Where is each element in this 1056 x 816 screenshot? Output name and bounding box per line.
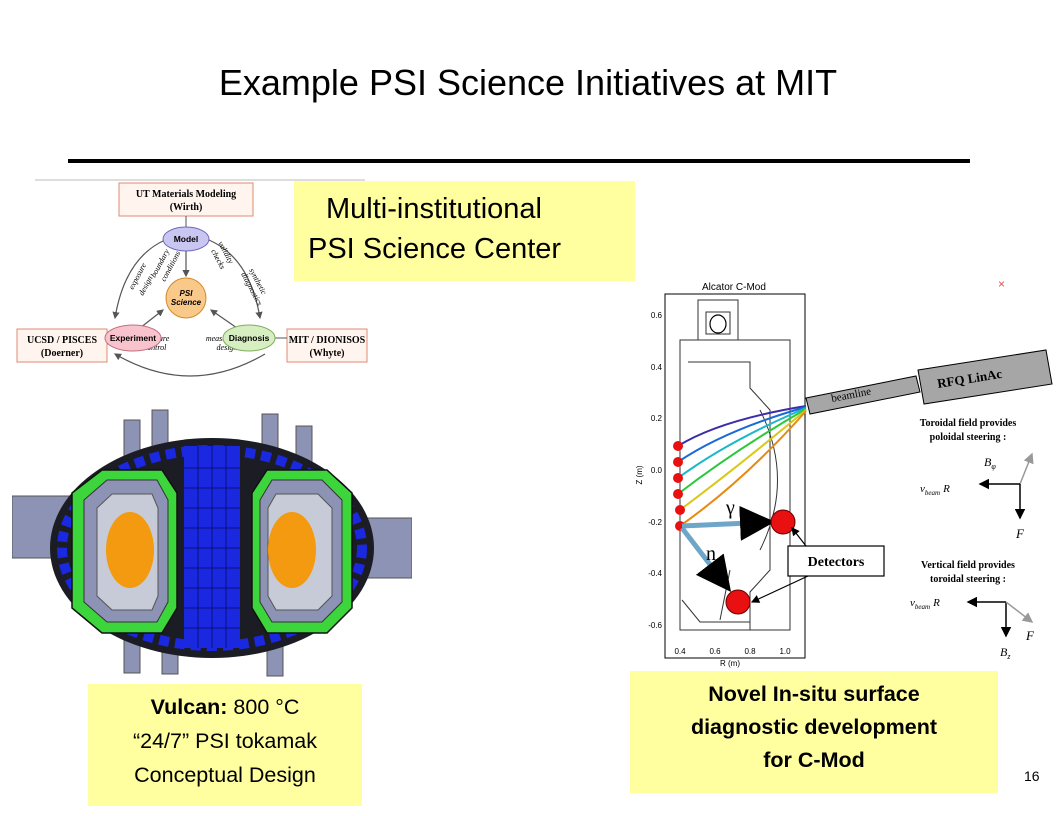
box-ut-materials-sub: (Wirth) [170,202,203,213]
callout-line-2: PSI Science Center [308,233,562,265]
psi-center-callout: Multi-institutional PSI Science Center [294,181,635,281]
psi-center-diagram: UT Materials Modeling (Wirth) UCSD / PIS… [16,179,368,377]
node-science-label: Science [171,298,202,307]
impact-stars [673,441,685,531]
xtick-2: 0.6 [709,647,721,656]
xtick-3: 0.8 [744,647,756,656]
toroidal-text-1: Toroidal field provides [920,418,1017,429]
gamma-label: γ [725,497,735,519]
vulcan-line-3: Conceptual Design [134,763,316,787]
cmod-y-label: Z (m) [635,465,644,484]
node-model: Model [162,226,210,252]
b-z-label: Bz [1000,645,1011,661]
ytick-7: -0.6 [648,621,662,630]
xtick-1: 0.4 [674,647,686,656]
callout-line-1: Multi-institutional [326,193,542,225]
neutron-arrow [680,526,732,592]
vulcan-line-2: “24/7” PSI tokamak [132,729,318,753]
novel-line-1: Novel In-situ surface [708,682,920,706]
cmod-x-ticks: 0.4 0.6 0.8 1.0 [674,647,791,656]
page-number: 16 [1024,768,1040,784]
node-psi-science: PSI Science [165,277,207,319]
plasma-left [106,512,154,588]
cmod-y-ticks: 0.6 0.4 0.2 0.0 -0.2 -0.4 -0.6 [648,311,662,630]
box-ut-materials-label: UT Materials Modeling [136,189,236,200]
solenoid-grid [184,446,240,648]
title-underline [68,159,970,163]
node-experiment-label: Experiment [110,333,156,343]
node-experiment: Experiment [104,324,162,352]
neutron-label: n [706,543,716,565]
ytick-2: 0.4 [651,363,663,372]
b-phi-label: Bφ [984,455,996,471]
box-mit-sub: (Whyte) [310,348,345,359]
arc-label-mdesign: design [217,343,238,352]
node-diagnosis-label: Diagnosis [229,333,270,343]
cmod-port-circle [709,314,727,334]
ytick-4: 0.0 [651,466,663,475]
node-diagnosis: Diagnosis [222,324,276,352]
ytick-6: -0.4 [648,569,662,578]
box-ut-materials: UT Materials Modeling (Wirth) [118,182,254,217]
node-psi-label: PSI [180,289,194,298]
novel-line-2: diagnostic development [690,715,938,739]
beamline-assembly: beamline RFQ LinAc [805,349,1053,415]
beam-trajectories [677,405,807,527]
toroidal-text-2: poloidal steering : [930,432,1007,443]
ytick-3: 0.2 [651,414,663,423]
vulcan-tokamak-illustration [12,409,412,677]
detectors-label: Detectors [808,555,865,570]
force-label-1: F [1015,526,1025,541]
cmod-x-label: R (m) [720,659,740,668]
vertical-text-1: Vertical field provides [921,560,1015,571]
box-ucsd-sub: (Doerner) [41,348,83,359]
cmod-diagnostic-figure: × Alcator C-Mod 0.6 0.4 0.2 0.0 -0.2 -0.… [635,277,1053,668]
stray-mark: × [998,277,1005,291]
box-mit-dionisos: MIT / DIONISOS (Whyte) [286,328,368,363]
vulcan-temperature: 800 °C [227,695,300,719]
ytick-1: 0.6 [651,311,663,320]
box-mit-label: MIT / DIONISOS [289,335,366,346]
vulcan-caption: Vulcan: 800 °C “24/7” PSI tokamak Concep… [88,684,362,806]
novel-caption: Novel In-situ surface diagnostic develop… [630,671,998,793]
detector-lower [725,589,751,615]
cmod-title: Alcator C-Mod [702,282,766,293]
gamma-arrow [681,505,775,541]
novel-line-3: for C-Mod [763,748,865,772]
plasma-right [268,512,316,588]
vulcan-line-1: Vulcan: 800 °C [88,690,362,724]
node-model-label: Model [174,234,199,244]
vertical-text-2: toroidal steering : [930,574,1006,585]
force-label-2: F [1025,628,1035,643]
arc-label-control: control [144,343,168,352]
detector-upper [770,509,796,535]
detectors-box [787,545,885,577]
slide-title: Example PSI Science Initiatives at MIT [218,62,838,103]
box-ucsd-label: UCSD / PISCES [27,335,97,346]
xtick-4: 1.0 [779,647,791,656]
vulcan-name: Vulcan: [150,695,228,719]
box-ucsd-pisces: UCSD / PISCES (Doerner) [16,328,108,363]
ytick-5: -0.2 [648,518,662,527]
